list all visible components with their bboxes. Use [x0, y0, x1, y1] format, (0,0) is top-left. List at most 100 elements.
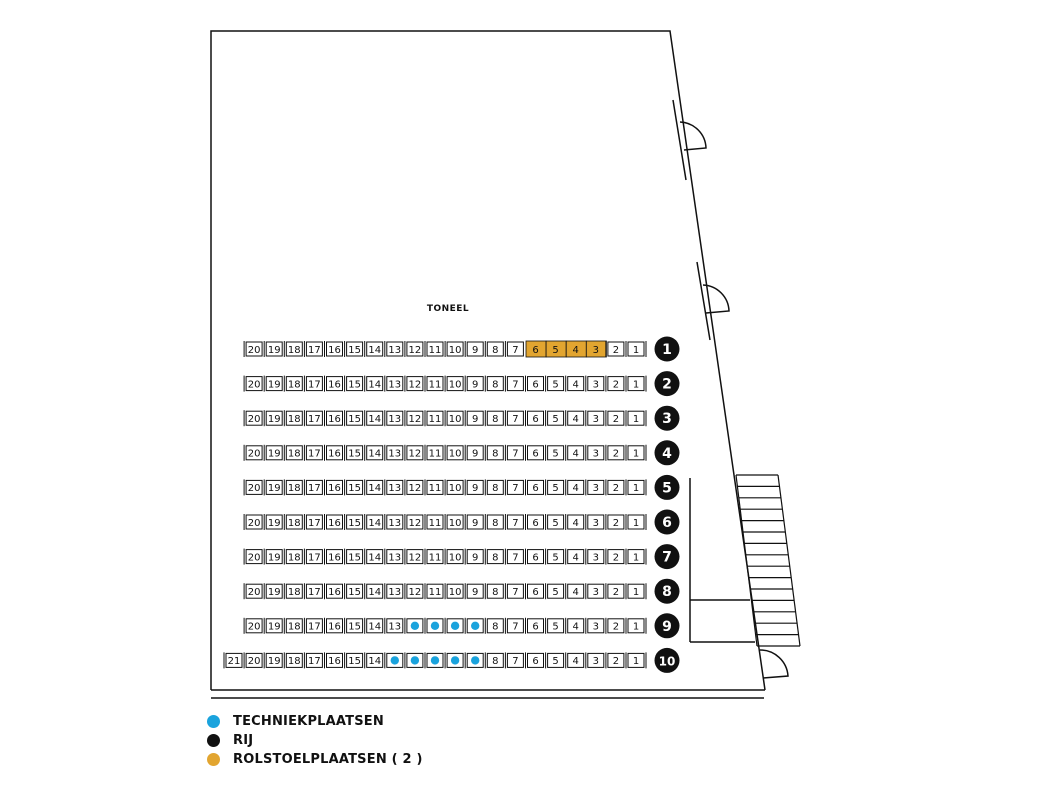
- seat[interactable]: 16: [324, 652, 343, 669]
- seat[interactable]: 4: [565, 514, 585, 530]
- seat[interactable]: 16: [324, 479, 343, 496]
- seat[interactable]: 15: [344, 514, 364, 530]
- seat[interactable]: 14: [364, 410, 384, 427]
- seat[interactable]: 6: [525, 583, 544, 600]
- seat[interactable]: 8: [484, 583, 504, 600]
- seat[interactable]: 18: [283, 410, 303, 427]
- seat[interactable]: 1: [625, 617, 645, 634]
- seat[interactable]: 3: [585, 410, 605, 427]
- seat[interactable]: 15: [344, 583, 364, 600]
- seat[interactable]: 17: [303, 479, 323, 496]
- seat[interactable]: 7: [504, 583, 524, 600]
- seat[interactable]: 19: [263, 583, 283, 600]
- seat[interactable]: 4: [565, 479, 585, 496]
- seat[interactable]: 20: [243, 583, 263, 600]
- seat[interactable]: 13: [384, 583, 404, 600]
- seat[interactable]: 7: [504, 341, 524, 357]
- seat[interactable]: 6: [525, 444, 544, 461]
- seat[interactable]: 14: [364, 444, 384, 461]
- seat[interactable]: 4: [565, 444, 585, 461]
- seat[interactable]: 19: [263, 375, 283, 392]
- seat[interactable]: 5: [545, 583, 565, 600]
- seat[interactable]: 2: [605, 548, 625, 565]
- tech-seat[interactable]: [464, 617, 484, 634]
- tech-seat[interactable]: [404, 652, 424, 669]
- seat[interactable]: 11: [424, 479, 444, 496]
- seat[interactable]: 8: [484, 548, 504, 565]
- seat[interactable]: 2: [605, 375, 625, 392]
- seat[interactable]: 16: [324, 341, 343, 357]
- seat[interactable]: 18: [283, 583, 303, 600]
- seat[interactable]: 2: [605, 583, 625, 600]
- seat[interactable]: 9: [464, 583, 484, 600]
- seat[interactable]: 13: [384, 375, 404, 392]
- seat[interactable]: 19: [263, 548, 283, 565]
- seat[interactable]: 9: [464, 548, 484, 565]
- seat[interactable]: 10: [444, 514, 464, 530]
- seat[interactable]: 10: [444, 410, 464, 427]
- seat[interactable]: 9: [464, 341, 484, 357]
- seat[interactable]: 14: [364, 341, 384, 357]
- seat[interactable]: 2: [605, 444, 625, 461]
- seat[interactable]: 13: [384, 479, 404, 496]
- seat[interactable]: 19: [263, 341, 283, 357]
- seat[interactable]: 16: [324, 375, 343, 392]
- seat[interactable]: 4: [565, 548, 585, 565]
- seat[interactable]: 10: [444, 548, 464, 565]
- seat[interactable]: 17: [303, 617, 323, 634]
- seat[interactable]: 3: [585, 444, 605, 461]
- seat[interactable]: 20: [243, 652, 263, 669]
- seat[interactable]: 15: [344, 548, 364, 565]
- wheelchair-seat[interactable]: 3: [585, 340, 607, 358]
- seat[interactable]: 12: [404, 410, 424, 427]
- seat[interactable]: 7: [504, 514, 524, 530]
- seat[interactable]: 3: [585, 514, 605, 530]
- seat[interactable]: 9: [464, 479, 484, 496]
- seat[interactable]: 12: [404, 548, 424, 565]
- seat[interactable]: 5: [545, 479, 565, 496]
- seat[interactable]: 10: [444, 583, 464, 600]
- seat[interactable]: 14: [364, 652, 384, 669]
- seat[interactable]: 17: [303, 652, 323, 669]
- seat[interactable]: 2: [605, 514, 625, 530]
- seat[interactable]: 6: [525, 514, 544, 530]
- seat[interactable]: 17: [303, 410, 323, 427]
- seat[interactable]: 5: [545, 514, 565, 530]
- seat[interactable]: 12: [404, 583, 424, 600]
- seat[interactable]: 8: [484, 617, 504, 634]
- seat[interactable]: 1: [625, 410, 645, 427]
- seat[interactable]: 7: [504, 652, 524, 669]
- seat[interactable]: 1: [625, 341, 645, 357]
- seat[interactable]: 19: [263, 514, 283, 530]
- seat[interactable]: 19: [263, 479, 283, 496]
- seat[interactable]: 18: [283, 617, 303, 634]
- seat[interactable]: 15: [344, 410, 364, 427]
- seat[interactable]: 8: [484, 479, 504, 496]
- seat[interactable]: 18: [283, 375, 303, 392]
- seat[interactable]: 19: [263, 410, 283, 427]
- seat[interactable]: 7: [504, 410, 524, 427]
- seat[interactable]: 1: [625, 479, 645, 496]
- seat[interactable]: 18: [283, 514, 303, 530]
- seat[interactable]: 20: [243, 410, 263, 427]
- wheelchair-seat[interactable]: 5: [545, 340, 567, 358]
- seat[interactable]: 7: [504, 548, 524, 565]
- seat[interactable]: 16: [324, 514, 343, 530]
- seat[interactable]: 10: [444, 375, 464, 392]
- seat[interactable]: 11: [424, 548, 444, 565]
- seat[interactable]: 17: [303, 375, 323, 392]
- seat[interactable]: 17: [303, 444, 323, 461]
- seat[interactable]: 20: [243, 548, 263, 565]
- seat[interactable]: 17: [303, 583, 323, 600]
- seat[interactable]: 6: [525, 548, 544, 565]
- seat[interactable]: 8: [484, 652, 504, 669]
- seat[interactable]: 8: [484, 410, 504, 427]
- seat[interactable]: 11: [424, 514, 444, 530]
- seat[interactable]: 12: [404, 479, 424, 496]
- seat[interactable]: 4: [565, 617, 585, 634]
- seat[interactable]: 1: [625, 375, 645, 392]
- seat[interactable]: 2: [605, 617, 625, 634]
- seat[interactable]: 17: [303, 341, 323, 357]
- seat[interactable]: 8: [484, 341, 504, 357]
- seat[interactable]: 8: [484, 444, 504, 461]
